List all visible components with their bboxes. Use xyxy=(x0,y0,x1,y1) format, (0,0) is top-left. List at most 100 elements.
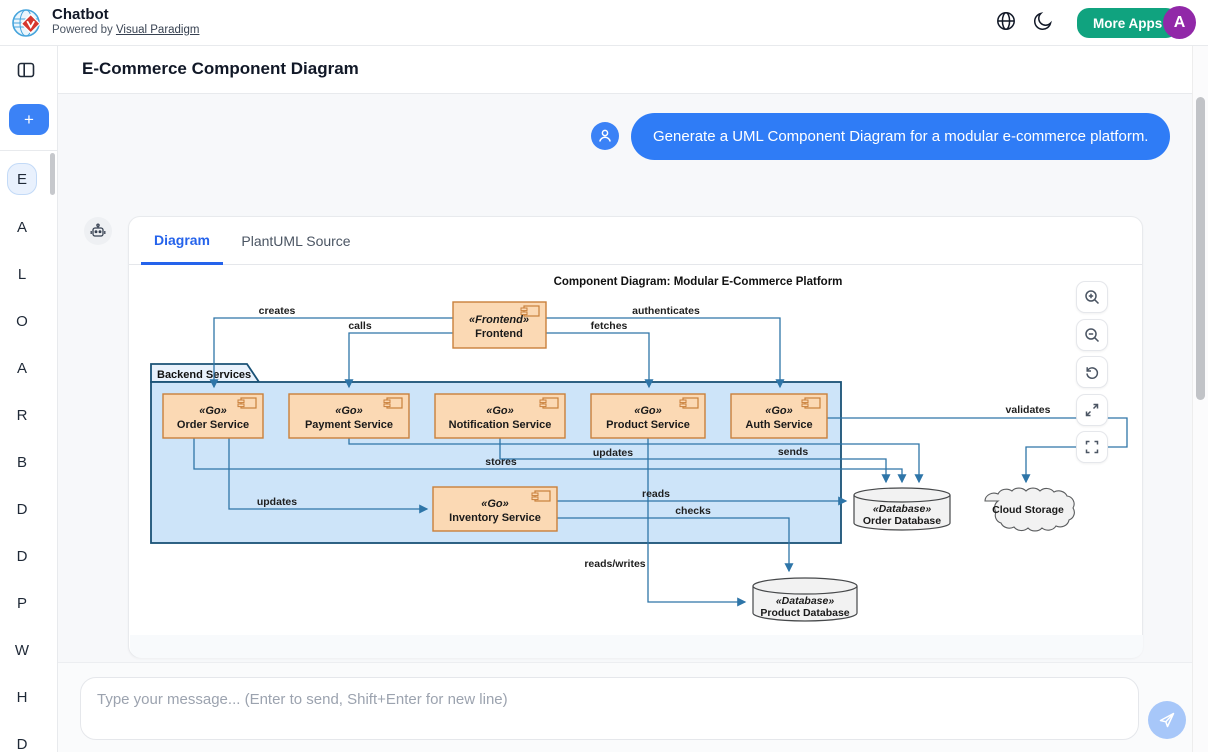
diagram-title: Component Diagram: Modular E-Commerce Pl… xyxy=(554,276,843,288)
sidebar-divider xyxy=(0,150,58,151)
svg-text:Order Service: Order Service xyxy=(177,419,249,431)
edge-updates-inventory xyxy=(228,438,429,514)
svg-text:Notification Service: Notification Service xyxy=(449,419,552,431)
sidebar-item-chat-5[interactable]: R xyxy=(16,407,28,424)
conversation-titlebar: E-Commerce Component Diagram xyxy=(58,46,1208,94)
zoom-out-icon xyxy=(1085,328,1100,343)
diagram-canvas[interactable]: Component Diagram: Modular E-Commerce Pl… xyxy=(141,265,1132,635)
edge-validates xyxy=(827,417,1128,484)
sidebar-item-chat-1[interactable]: A xyxy=(16,219,27,236)
globe-icon xyxy=(997,12,1015,30)
language-globe-button[interactable] xyxy=(994,10,1018,34)
svg-text:Inventory Service: Inventory Service xyxy=(449,512,541,524)
cloud-storage-label: Cloud Storage xyxy=(992,504,1064,516)
zoom-in-button[interactable] xyxy=(1076,281,1108,313)
rotate-ccw-icon xyxy=(1086,367,1099,380)
frontend-stereotype: «Frontend» xyxy=(469,314,529,326)
conversation-sidebar: + E A L O A R B D D P W H D xyxy=(0,46,58,752)
edge-authenticates xyxy=(546,317,785,389)
sidebar-item-chat-8[interactable]: D xyxy=(16,548,28,565)
paper-plane-icon xyxy=(1159,712,1175,728)
edge-label-reads: reads xyxy=(642,488,670,500)
svg-text:«Database»: «Database» xyxy=(873,503,932,515)
page-scrollbar-thumb[interactable] xyxy=(1196,97,1205,400)
user-message-avatar xyxy=(591,122,619,150)
edge-checks xyxy=(557,517,794,573)
sidebar-item-chat-4[interactable]: A xyxy=(16,360,27,377)
sidebar-item-chat-11[interactable]: H xyxy=(16,689,28,706)
database-order: «Database» Order Database xyxy=(853,487,951,531)
svg-text:Auth Service: Auth Service xyxy=(745,419,812,431)
frontend-name: Frontend xyxy=(475,328,523,340)
visual-paradigm-logo-icon xyxy=(12,9,41,37)
reset-view-button[interactable] xyxy=(1076,356,1108,388)
conversation-title: E-Commerce Component Diagram xyxy=(82,59,359,78)
app-title: Chatbot xyxy=(52,6,109,23)
edge-label-sends: sends xyxy=(778,446,809,458)
send-button[interactable] xyxy=(1148,701,1186,739)
powered-by-prefix: Powered by xyxy=(52,24,116,36)
sidebar-item-chat-7[interactable]: D xyxy=(16,501,28,518)
edge-creates xyxy=(209,317,453,389)
message-composer xyxy=(58,662,1192,752)
edge-calls xyxy=(344,332,453,389)
component-frontend: «Frontend» Frontend xyxy=(452,301,547,349)
edge-labels: creates calls authenticates fetches vali… xyxy=(257,305,1051,570)
diagram-edges xyxy=(193,317,1128,607)
sidebar-item-chat-0[interactable]: E xyxy=(7,163,37,195)
result-tabbar: Diagram PlantUML Source xyxy=(129,217,1142,265)
user-account-avatar[interactable]: A xyxy=(1163,6,1196,39)
database-product: «Database» Product Database xyxy=(752,577,858,622)
zoom-in-icon xyxy=(1085,290,1100,305)
sidebar-item-chat-12[interactable]: D xyxy=(16,736,28,752)
expand-arrows-icon xyxy=(1085,403,1099,417)
fullscreen-button[interactable] xyxy=(1076,431,1108,463)
page-scrollbar xyxy=(1192,46,1208,752)
edge-label-creates: creates xyxy=(259,305,296,317)
user-message-bubble: Generate a UML Component Diagram for a m… xyxy=(631,113,1170,160)
component-product-service: «Go» Product Service xyxy=(590,393,706,439)
expand-button[interactable] xyxy=(1076,394,1108,426)
svg-text:«Go»: «Go» xyxy=(634,405,662,417)
new-chat-button[interactable]: + xyxy=(9,104,49,135)
tab-plantuml-source[interactable]: PlantUML Source xyxy=(223,217,369,265)
diagram-result-card: Diagram PlantUML Source Component Diagra… xyxy=(128,216,1143,658)
top-header: Chatbot Powered by Visual Paradigm More … xyxy=(0,0,1208,46)
component-payment-service: «Go» Payment Service xyxy=(288,393,410,439)
svg-text:Order Database: Order Database xyxy=(863,515,941,527)
panel-left-icon xyxy=(17,62,35,78)
visual-paradigm-link[interactable]: Visual Paradigm xyxy=(115,24,200,36)
component-notification-service: «Go» Notification Service xyxy=(434,393,566,439)
zoom-out-button[interactable] xyxy=(1076,319,1108,351)
bot-message-avatar xyxy=(84,217,112,245)
edge-reads-writes xyxy=(647,438,747,607)
edge-label-updates-left: updates xyxy=(257,496,297,508)
svg-text:Product Service: Product Service xyxy=(606,419,690,431)
sidebar-item-chat-2[interactable]: L xyxy=(17,266,27,283)
edge-label-fetches: fetches xyxy=(591,320,628,332)
edge-label-authenticates: authenticates xyxy=(632,305,700,317)
message-input[interactable] xyxy=(80,677,1139,740)
cloud-storage: Cloud Storage xyxy=(984,487,1075,532)
fullscreen-corners-icon xyxy=(1085,440,1099,454)
person-icon xyxy=(599,129,611,142)
component-order-service: «Go» Order Service xyxy=(162,393,264,439)
tab-diagram[interactable]: Diagram xyxy=(141,217,223,265)
powered-by: Powered by Visual Paradigm xyxy=(52,24,199,36)
sidebar-item-chat-6[interactable]: B xyxy=(16,454,27,471)
edge-label-checks: checks xyxy=(675,505,711,517)
edge-sends xyxy=(499,438,891,484)
sidebar-toggle-button[interactable] xyxy=(15,60,37,82)
more-apps-button[interactable]: More Apps xyxy=(1077,8,1179,38)
svg-text:«Go»: «Go» xyxy=(765,405,793,417)
card-footer-strip xyxy=(130,635,1143,658)
sidebar-item-chat-9[interactable]: P xyxy=(16,595,27,612)
sidebar-item-chat-10[interactable]: W xyxy=(14,642,30,659)
sidebar-scrollbar-thumb[interactable] xyxy=(50,153,55,195)
edge-label-stores: stores xyxy=(485,456,517,468)
svg-text:«Go»: «Go» xyxy=(486,405,514,417)
dark-mode-button[interactable] xyxy=(1031,10,1055,34)
svg-text:«Go»: «Go» xyxy=(335,405,363,417)
svg-text:Payment Service: Payment Service xyxy=(305,419,393,431)
sidebar-item-chat-3[interactable]: O xyxy=(16,313,28,330)
